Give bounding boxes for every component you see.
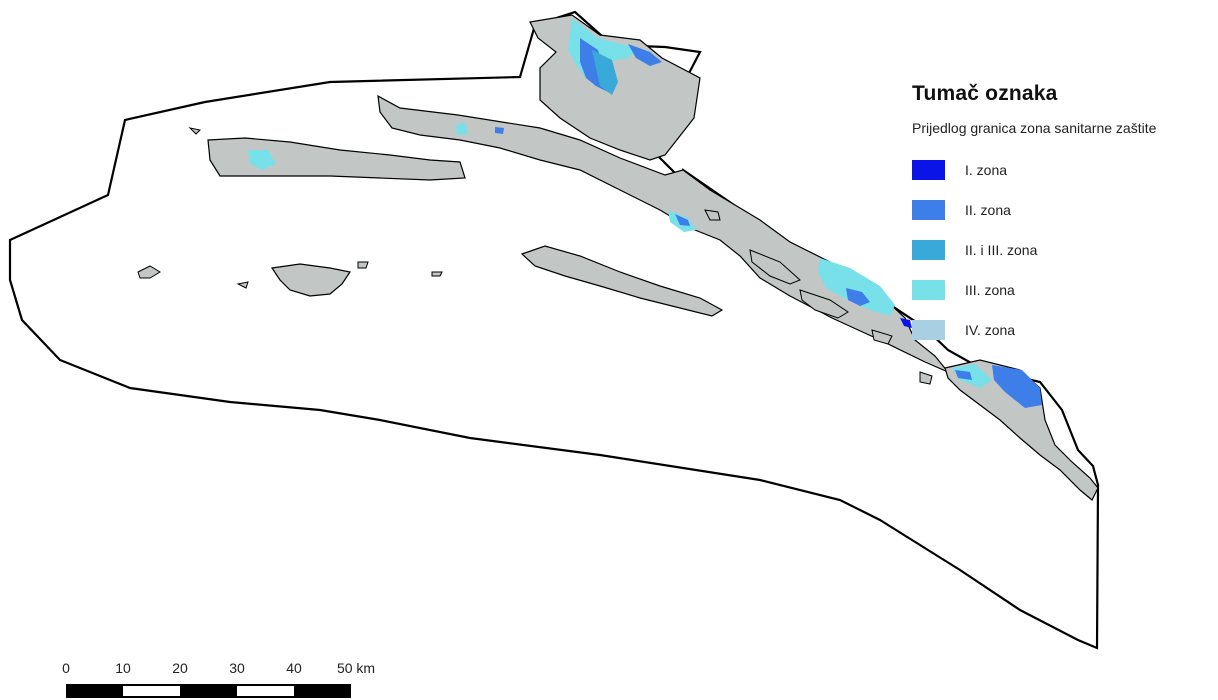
zone-ii-south-east xyxy=(992,365,1042,408)
scale-tick-40: 40 xyxy=(286,660,302,676)
legend-swatch xyxy=(912,200,945,220)
zone-iii-island-west xyxy=(248,150,276,170)
legend-label: III. zona xyxy=(965,282,1015,298)
islet-6 xyxy=(236,281,249,289)
scale-segment xyxy=(123,684,180,698)
scale-segment xyxy=(66,684,123,698)
scale-tick-10: 10 xyxy=(115,660,131,676)
island-south xyxy=(270,263,351,297)
islet-2 xyxy=(799,289,849,319)
legend-item-zone-ii: II. zona xyxy=(910,190,1216,230)
islet-5 xyxy=(919,371,933,385)
zone-ii-long-1 xyxy=(495,127,504,134)
legend-item-zone-ii-iii: II. i III. zona xyxy=(910,230,1216,270)
islet-9 xyxy=(188,127,202,135)
legend-label: II. zona xyxy=(965,202,1011,218)
islet-7 xyxy=(357,261,369,269)
zone-ii-north-east xyxy=(628,44,662,66)
legend-label: II. i III. zona xyxy=(965,242,1038,258)
legend-title: Tumač oznaka xyxy=(912,82,1058,105)
legend-item-zone-iv: IV. zona xyxy=(910,310,1216,350)
islet-8 xyxy=(431,271,443,277)
island-central xyxy=(520,245,724,317)
zone-ii-south-east-2 xyxy=(955,370,972,380)
scale-tick-50: 50 km xyxy=(336,660,376,676)
scale-tick-20: 20 xyxy=(172,660,188,676)
island-west xyxy=(207,137,466,181)
legend-swatch xyxy=(912,320,945,340)
islet-1 xyxy=(749,249,801,285)
zone-iii-long-3 xyxy=(818,258,895,316)
scale-segment xyxy=(180,684,237,698)
scale-segment xyxy=(237,684,294,698)
legend-item-zone-iii: III. zona xyxy=(910,270,1216,310)
zone-iii-south-east xyxy=(952,364,992,388)
legend-swatch xyxy=(912,240,945,260)
islet-far-west xyxy=(137,265,161,279)
zone-iiiii-north xyxy=(592,50,618,95)
zone-ii-long-3 xyxy=(846,288,870,306)
zone-ii-long-2 xyxy=(675,214,690,226)
legend-swatch xyxy=(912,160,945,180)
scale-bar: 0 10 20 30 40 50 km xyxy=(62,660,375,700)
legend-label: I. zona xyxy=(965,162,1008,178)
islet-3 xyxy=(704,209,721,221)
legend-label: IV. zona xyxy=(965,322,1016,338)
legend-subtitle: Prijedlog granica zona sanitarne zaštite xyxy=(912,120,1157,136)
map-legend: Tumač oznaka Prijedlog granica zona sani… xyxy=(910,82,1216,350)
legend-item-zone-i: I. zona xyxy=(910,150,1216,190)
scale-tick-30: 30 xyxy=(229,660,245,676)
scale-tick-0: 0 xyxy=(62,660,70,676)
zone-iii-long-1 xyxy=(455,122,468,135)
scale-segment xyxy=(294,684,351,698)
islet-4 xyxy=(871,329,893,345)
legend-swatch xyxy=(912,280,945,300)
zone-i-long xyxy=(900,318,912,328)
